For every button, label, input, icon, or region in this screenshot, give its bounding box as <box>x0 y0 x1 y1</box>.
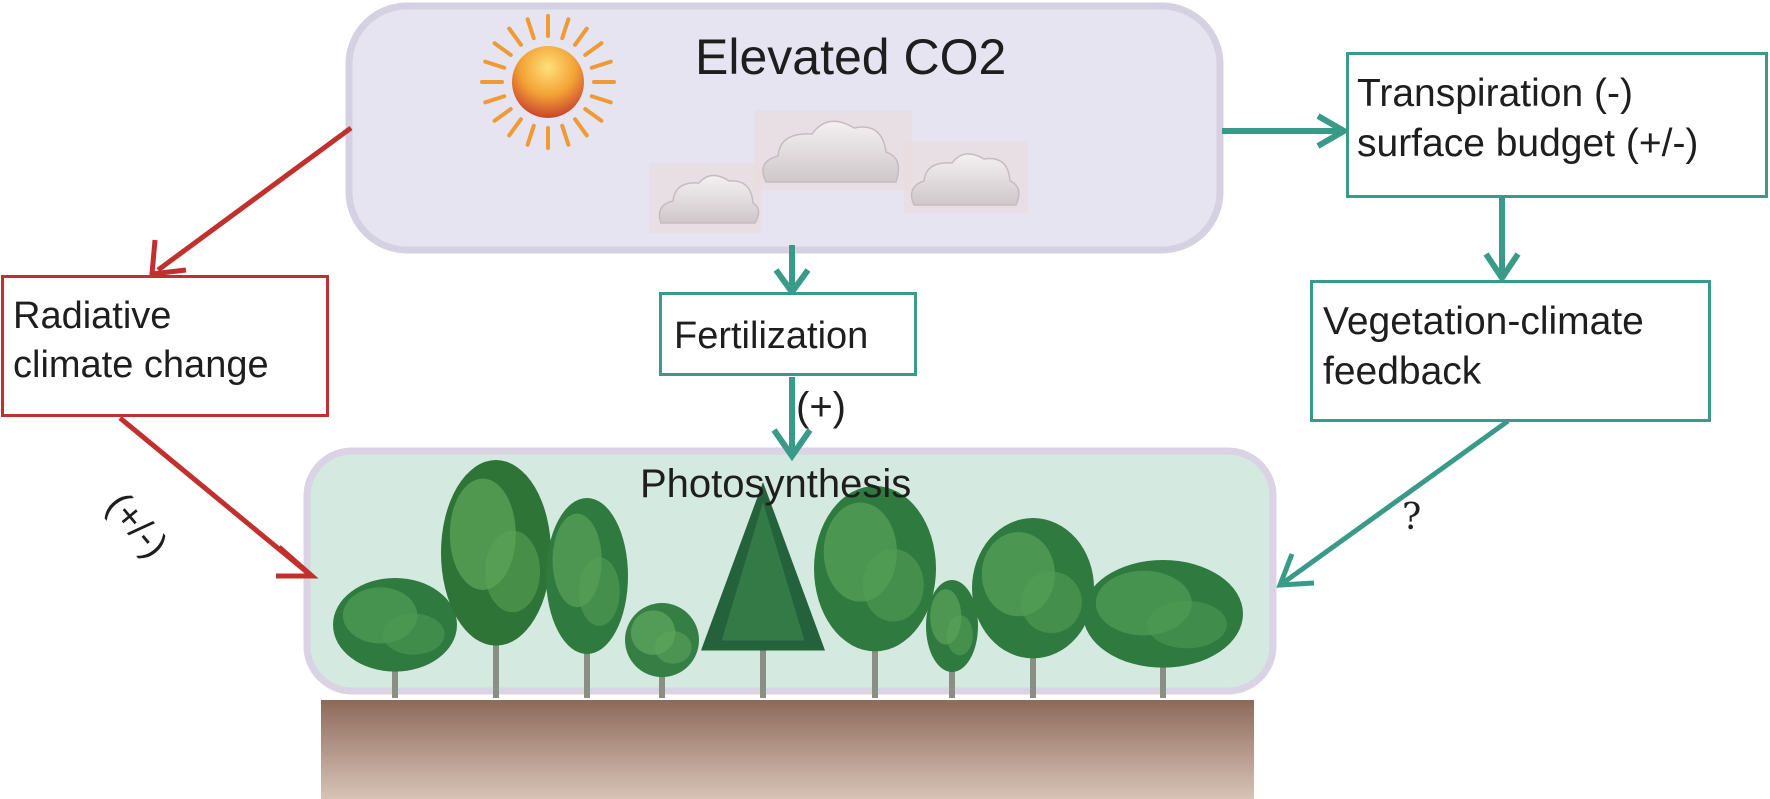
vegetation-line-1: Vegetation-climate <box>1323 300 1644 343</box>
photosynthesis-label: Photosynthesis <box>640 462 912 506</box>
question-label: ? <box>1402 497 1422 538</box>
arrowhead-radiative-to-canopy <box>276 545 319 579</box>
radiative-climate-change-box: Radiative climate change <box>1 275 329 417</box>
plus-label: (+) <box>796 385 846 429</box>
arrowhead-to-transpiration <box>1316 113 1351 149</box>
sun-ray <box>589 59 613 70</box>
tree-row <box>333 460 1243 698</box>
cloud-icon <box>904 141 1028 213</box>
vegetation-line-2: feedback <box>1323 349 1482 393</box>
sun-ray <box>483 94 507 105</box>
tree-icon <box>333 578 457 698</box>
transpiration-line-2: surface budget (+/-) <box>1357 121 1699 165</box>
sun-ray <box>583 41 604 57</box>
transpiration-line-1: Transpiration (-) <box>1357 72 1633 115</box>
fertilization-label: Fertilization <box>674 315 869 357</box>
radiative-line-2: climate change <box>13 343 269 386</box>
tree-icon <box>814 486 936 698</box>
sun-ray <box>525 123 536 147</box>
arrowhead-fertilization-to-canopy <box>771 428 813 462</box>
cloud-icon <box>649 163 762 233</box>
sun-ray <box>483 59 507 70</box>
tree-icon <box>441 460 551 698</box>
arrowhead-vegetation-to-canopy <box>1276 553 1315 588</box>
tree-icon <box>1083 560 1243 698</box>
atmosphere-title: Elevated CO2 <box>695 29 1007 85</box>
sun-disc <box>512 46 584 118</box>
sun-ray <box>573 26 589 47</box>
sun-ray <box>507 26 523 47</box>
radiative-line-1: Radiative <box>13 295 172 337</box>
arrow-radiative-to-canopy <box>118 416 310 575</box>
tree-icon <box>926 580 978 698</box>
tree-icon <box>701 482 825 698</box>
tree-icon <box>546 498 628 698</box>
cloud-icon <box>754 110 912 190</box>
sun-ray <box>560 123 571 147</box>
sun-ray <box>583 107 604 123</box>
vegetation-climate-feedback-box: Vegetation-climate feedback <box>1310 280 1711 422</box>
arrow-to-radiative <box>156 125 353 273</box>
sun-icon <box>480 14 616 150</box>
tree-icon <box>972 518 1094 698</box>
arrowhead-to-radiative <box>149 239 187 277</box>
sun-ray <box>560 17 571 41</box>
sun-ray <box>492 41 513 57</box>
transpiration-box: Transpiration (-) surface budget (+/-) <box>1346 52 1768 198</box>
arrow-layer <box>118 113 1521 588</box>
sun-ray <box>525 17 536 41</box>
fertilization-box: Fertilization <box>659 292 917 376</box>
soil-block <box>321 700 1254 799</box>
tree-icon <box>625 603 699 698</box>
arrowhead-transpiration-to-vegetation <box>1483 252 1521 284</box>
arrow-vegetation-to-canopy <box>1281 418 1510 586</box>
sun-ray <box>492 107 513 123</box>
sun-ray <box>589 94 613 105</box>
sun-ray <box>507 117 523 138</box>
sun-ray <box>573 117 589 138</box>
